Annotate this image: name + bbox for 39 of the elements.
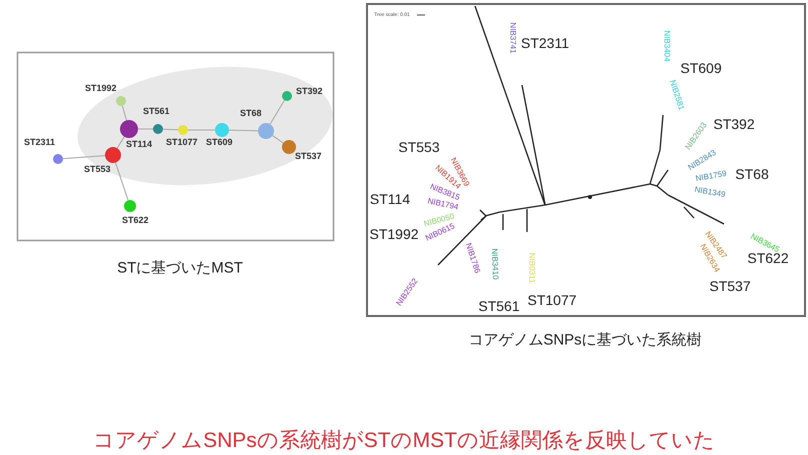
edge-line [115, 162, 129, 201]
node-label: ST561 [143, 106, 170, 116]
leaf-label: NIB1759 [694, 168, 728, 184]
node-label: ST2311 [24, 137, 56, 147]
cluster-label: ST561 [478, 298, 520, 314]
edge-line [122, 105, 128, 121]
cluster-label: ST1077 [527, 292, 577, 308]
edge-line [228, 130, 258, 132]
conclusion-text: コアゲノムSNPsの系統樹がSTのMSTの近縁関係を反映していた [93, 428, 715, 454]
leaf-label: NIB3410 [490, 248, 500, 280]
edge-line [138, 128, 154, 130]
leaf-label: NIB3741 [508, 22, 518, 54]
node-label: ST537 [295, 151, 322, 161]
node-label: ST622 [122, 215, 149, 225]
cluster-label: ST537 [709, 278, 751, 294]
edge-line [62, 155, 106, 160]
leaf-label: NIB3404 [662, 30, 672, 62]
cluster-label: ST392 [713, 116, 755, 132]
edge-line [116, 136, 125, 149]
cluster-label: ST1992 [369, 226, 419, 242]
leaf-label: NIB0311 [528, 252, 536, 284]
panel-caption: STに基づいたMST [117, 258, 243, 278]
node-label: ST553 [84, 164, 111, 174]
node-label: ST68 [240, 108, 262, 118]
node-label: ST1992 [85, 83, 117, 93]
edge-line [270, 100, 285, 125]
panel-caption: コアゲノムSNPsに基づいた系統樹 [468, 330, 702, 350]
leaf-label: NIB1349 [694, 184, 726, 200]
node-label: ST609 [206, 137, 233, 147]
cluster-label: ST609 [680, 60, 722, 76]
cluster-label: ST2311 [521, 35, 569, 51]
cluster-label: ST68 [735, 166, 769, 182]
cluster-label: ST553 [398, 139, 440, 155]
node-label: ST114 [126, 139, 152, 149]
edge-line [162, 128, 178, 130]
node-label: ST392 [296, 86, 323, 96]
node-label: ST1077 [166, 137, 198, 147]
edge-line [272, 135, 284, 144]
cluster-label: ST114 [370, 191, 410, 207]
